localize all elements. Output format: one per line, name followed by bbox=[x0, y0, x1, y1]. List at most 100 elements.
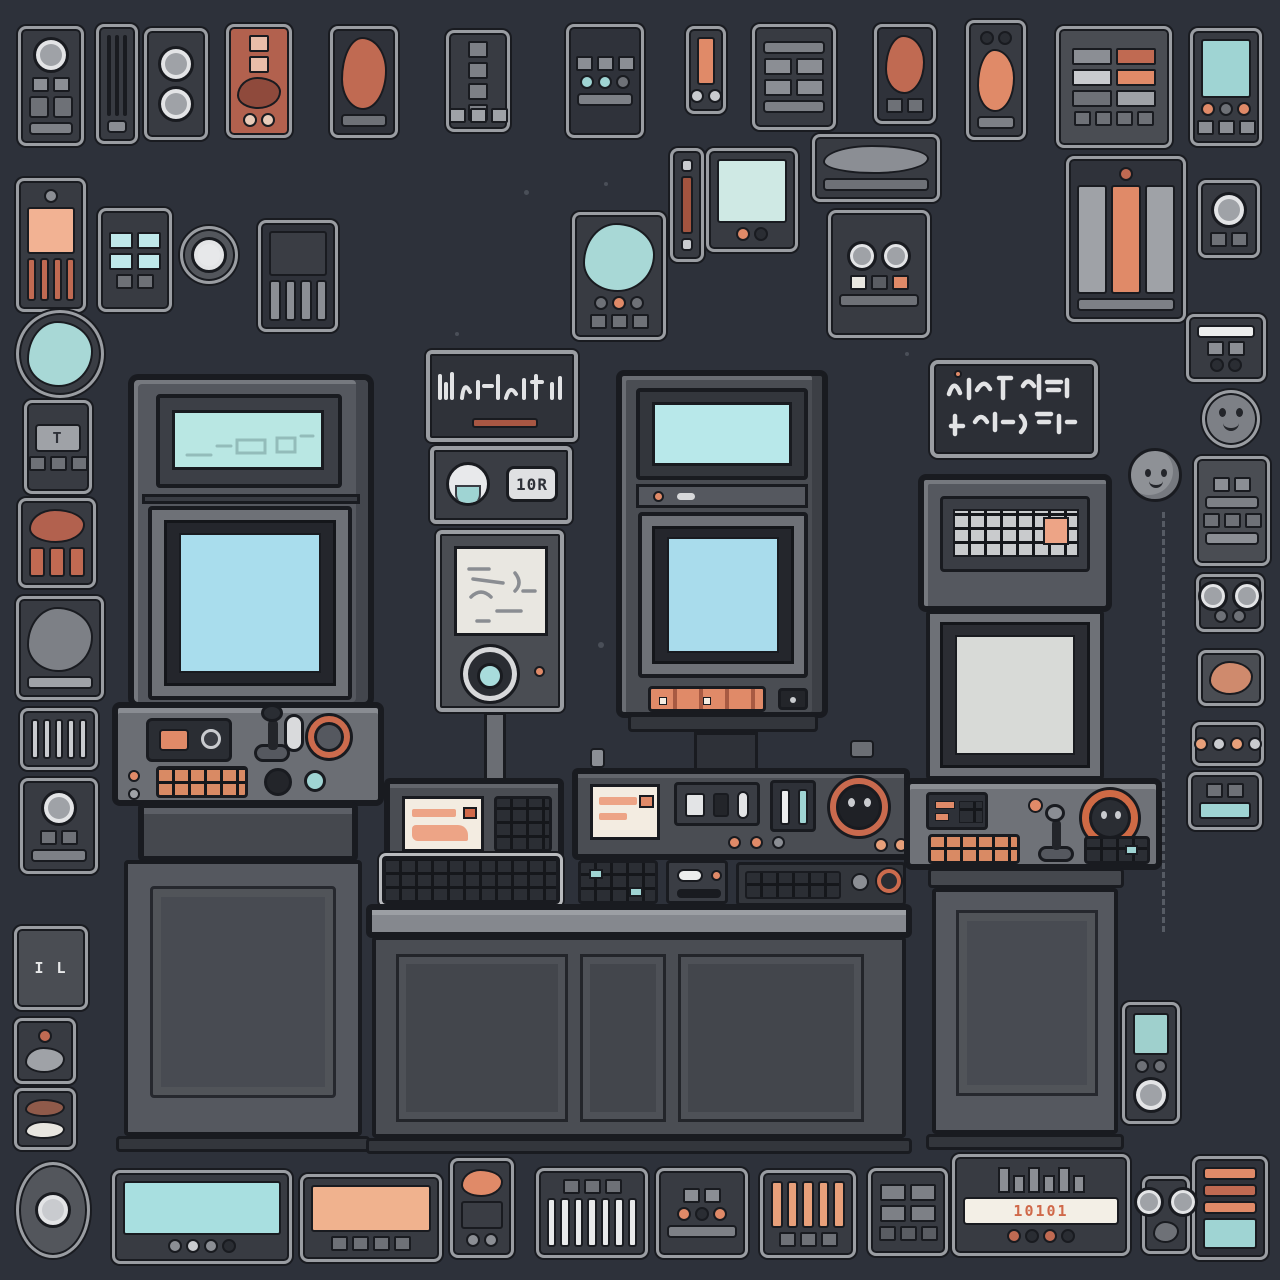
console-left-top-screen-frame bbox=[156, 394, 342, 488]
orange-screen-radio-btns-0 bbox=[44, 189, 58, 203]
scribble-panel bbox=[426, 350, 578, 442]
tiny-button-gray bbox=[128, 788, 140, 800]
mini-phone-screen bbox=[697, 37, 715, 85]
teal-tower bbox=[1122, 1002, 1180, 1124]
sign-scribble-text bbox=[946, 373, 1078, 437]
t-scope-label: T bbox=[35, 423, 81, 452]
salmon-key-rows bbox=[156, 766, 248, 798]
washer-box-dials-0 bbox=[1198, 580, 1228, 611]
console-left-divider bbox=[142, 494, 360, 504]
console-right-main-screen bbox=[955, 635, 1075, 755]
speaker-dial-inner bbox=[477, 663, 503, 689]
salmon-keys-box-bars-4 bbox=[833, 1181, 845, 1228]
slat-tv-bars-3 bbox=[315, 280, 327, 321]
top-screen-orange-tile bbox=[1043, 517, 1069, 545]
icon-board-grid-0 bbox=[1072, 48, 1112, 65]
counter-machine-btns-3 bbox=[1061, 1229, 1075, 1243]
t-scope-keys-0 bbox=[28, 455, 46, 471]
slider-block bbox=[770, 780, 816, 832]
smiley-ball bbox=[1128, 448, 1182, 502]
icon-board-keys-3 bbox=[1137, 111, 1154, 126]
teal-screen-panel-keys-1 bbox=[1227, 783, 1244, 798]
washer-box-btns-0 bbox=[1214, 608, 1228, 623]
monitor-button-strip bbox=[648, 686, 766, 712]
screen-chip bbox=[639, 795, 654, 808]
teal-radio-btns-2 bbox=[204, 1239, 218, 1253]
icon-board-grid bbox=[1067, 48, 1161, 107]
console-right-top-section bbox=[920, 476, 1110, 610]
cubby-shelf-grid bbox=[457, 41, 499, 121]
piano-box-bars bbox=[547, 1198, 637, 1247]
washer-box-dials-1 bbox=[1232, 580, 1262, 611]
microscope-box-slot bbox=[31, 849, 87, 862]
console-right-pedestal bbox=[928, 868, 1124, 888]
capsule-cabinet-btns bbox=[1077, 167, 1175, 181]
camera-cup-keys-1 bbox=[1231, 231, 1248, 247]
red-cabinet-grid-0 bbox=[248, 35, 270, 52]
orange-head-box-btns-1 bbox=[484, 1233, 498, 1247]
round-button-orange bbox=[1028, 798, 1043, 813]
cubby-shelf-grid-1 bbox=[468, 62, 488, 79]
console-left-keypad bbox=[146, 718, 232, 762]
orange-head-box-screen bbox=[461, 1201, 503, 1229]
window-box-grid bbox=[109, 231, 161, 270]
window-box-grid-1 bbox=[137, 231, 161, 249]
floating-block bbox=[850, 740, 874, 758]
slider-bar-white bbox=[780, 789, 790, 825]
circuit-board-keys bbox=[1202, 513, 1262, 528]
icon-board-keys-1 bbox=[1095, 111, 1112, 126]
capsule-figure-btns-0 bbox=[980, 31, 994, 45]
salmon-keys-box-keys-2 bbox=[820, 1232, 838, 1247]
microscope-box-dial bbox=[41, 790, 77, 826]
icon-board-grid-3 bbox=[1116, 69, 1156, 86]
teal-dial-box-keys bbox=[839, 275, 919, 290]
orange-screen-radio-bars-1 bbox=[40, 258, 49, 301]
cage-meter-bars-0 bbox=[31, 719, 39, 759]
icon-board-keys-2 bbox=[1116, 111, 1133, 126]
sewing-machine-slot bbox=[823, 178, 929, 191]
speckle bbox=[604, 182, 608, 186]
mini-panel-keys bbox=[959, 801, 983, 823]
piano-box-keys-2 bbox=[604, 1179, 622, 1194]
keypad-teal-chip bbox=[629, 887, 643, 897]
knob-dot bbox=[1101, 811, 1107, 819]
handheld-console-btns bbox=[1201, 102, 1251, 116]
microscope-box-keys bbox=[31, 830, 87, 845]
poster-frame bbox=[330, 26, 398, 138]
circuit-blocks-keys-2 bbox=[920, 1225, 938, 1241]
capsule-figure-btns-1 bbox=[998, 31, 1012, 45]
shelf-corner bbox=[1192, 1156, 1268, 1260]
teal-tower-dial bbox=[1133, 1077, 1169, 1113]
window-box-keys-0 bbox=[116, 273, 133, 289]
panel-figure-blob bbox=[25, 1047, 65, 1073]
figure-frame-blob bbox=[27, 607, 93, 672]
circuit-board-keys-1 bbox=[1234, 477, 1251, 492]
panel-button-orange bbox=[874, 838, 888, 852]
smiley-mouth bbox=[1149, 481, 1163, 488]
printer-scale-keys-0 bbox=[1207, 340, 1224, 356]
mini-panel bbox=[926, 792, 988, 830]
console-left bbox=[130, 376, 372, 706]
piano-box-bars-4 bbox=[600, 1198, 611, 1247]
teal-helmet-blob bbox=[27, 321, 93, 387]
window-box-keys bbox=[109, 273, 161, 289]
furnace-box-keys-2 bbox=[373, 1236, 390, 1251]
shelf-unit-grid bbox=[763, 58, 825, 96]
scribble-glyphs bbox=[438, 372, 562, 400]
t-scope-keys-2 bbox=[70, 455, 88, 471]
washer-box-dials bbox=[1198, 580, 1262, 611]
console-right-cabinet bbox=[932, 888, 1118, 1134]
counter-machine-label: 10101 bbox=[963, 1197, 1119, 1225]
chip-frame-keys bbox=[885, 98, 925, 113]
handheld-console-btns-0 bbox=[1201, 102, 1215, 116]
cage-meter bbox=[20, 708, 98, 770]
counter-machine: 10101 bbox=[952, 1154, 1130, 1256]
capsule-figure-slot bbox=[977, 116, 1015, 129]
tele-panel-btns bbox=[667, 1207, 737, 1221]
camera-cup bbox=[1198, 180, 1260, 258]
shelf-unit-grid-3 bbox=[796, 79, 824, 96]
tele-panel-keys-0 bbox=[683, 1188, 700, 1203]
desk-counter bbox=[368, 906, 910, 936]
teal-screen-panel-keys-0 bbox=[1206, 783, 1223, 798]
console-right bbox=[906, 476, 1160, 1156]
